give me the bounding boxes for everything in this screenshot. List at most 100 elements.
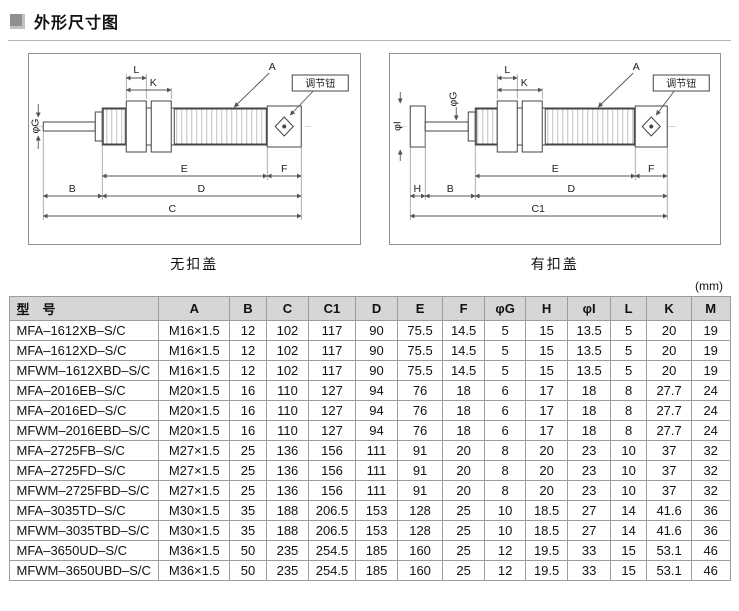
value-cell: 136 <box>265 480 310 501</box>
diagram-right: L K A 调节钮 φI φG E F H B D C1 有扣盖 <box>388 53 721 274</box>
value-cell: M20×1.5 <box>158 420 231 441</box>
value-cell: 254.5 <box>308 560 356 581</box>
value-cell: 14.5 <box>441 360 486 381</box>
value-cell: 20 <box>441 440 486 461</box>
value-cell: 41.6 <box>646 520 692 541</box>
value-cell: 37 <box>646 460 692 481</box>
value-cell: 32 <box>690 460 731 481</box>
diagram-box-no-cap: L K A 调节钮 φG E F B D C <box>28 53 361 245</box>
dim-phiG-label: φG <box>447 92 459 107</box>
value-cell: 53.1 <box>646 540 692 561</box>
value-cell: 254.5 <box>308 540 356 561</box>
value-cell: 37 <box>646 440 692 461</box>
value-cell: 5 <box>484 340 526 361</box>
value-cell: 128 <box>397 520 443 541</box>
value-cell: 117 <box>308 320 356 341</box>
value-cell: 18 <box>441 400 486 421</box>
value-cell: 188 <box>265 520 310 541</box>
header-cell: M <box>690 296 731 321</box>
value-cell: 127 <box>308 420 356 441</box>
value-cell: 18 <box>567 400 611 421</box>
section-header: 外形尺寸图 <box>8 7 731 41</box>
header-cell: C <box>265 296 310 321</box>
header-cell: C1 <box>308 296 356 321</box>
value-cell: 153 <box>354 520 399 541</box>
value-cell: 20 <box>524 480 569 501</box>
value-cell: 15 <box>609 540 648 561</box>
diagram-left: L K A 调节钮 φG E F B D C 无扣盖 <box>28 53 361 274</box>
value-cell: M16×1.5 <box>158 320 231 341</box>
header-cell: φI <box>567 296 611 321</box>
value-cell: 110 <box>265 380 310 401</box>
value-cell: 25 <box>441 540 486 561</box>
value-cell: 156 <box>308 480 356 501</box>
value-cell: 153 <box>354 500 399 521</box>
value-cell: 76 <box>397 400 443 421</box>
value-cell: 127 <box>308 400 356 421</box>
dim-F-label: F <box>281 163 287 175</box>
value-cell: 102 <box>265 360 310 381</box>
value-cell: 12 <box>484 560 526 581</box>
value-cell: 136 <box>265 440 310 461</box>
model-cell: MFWM–3035TBD–S/C <box>8 520 160 541</box>
value-cell: 185 <box>354 540 399 561</box>
diagram-row: L K A 调节钮 φG E F B D C 无扣盖 <box>8 41 731 274</box>
dim-C1-label: C1 <box>531 203 545 215</box>
absorber-body-group <box>409 100 668 153</box>
value-cell: 15 <box>524 340 569 361</box>
value-cell: 19.5 <box>524 560 569 581</box>
value-cell: 127 <box>308 380 356 401</box>
value-cell: 8 <box>484 480 526 501</box>
model-cell: MFA–2016ED–S/C <box>8 400 160 421</box>
value-cell: 75.5 <box>397 320 443 341</box>
model-cell: MFWM–2725FBD–S/C <box>8 480 160 501</box>
dim-B-label: B <box>69 183 76 195</box>
value-cell: 90 <box>354 360 399 381</box>
value-cell: 6 <box>484 420 526 441</box>
header-cell: L <box>609 296 648 321</box>
dim-A-label: A <box>269 61 276 73</box>
value-cell: 24 <box>690 400 731 421</box>
value-cell: 111 <box>354 440 399 461</box>
value-cell: 20 <box>646 320 692 341</box>
dim-phiI-label: φI <box>391 121 403 131</box>
value-cell: 94 <box>354 400 399 421</box>
header-cell: D <box>354 296 399 321</box>
model-cell: MFA–3035TD–S/C <box>8 500 160 521</box>
value-cell: 25 <box>229 480 267 501</box>
value-cell: 160 <box>397 540 443 561</box>
value-cell: 23 <box>567 460 611 481</box>
value-cell: 19 <box>690 320 731 341</box>
value-cell: 156 <box>308 440 356 461</box>
value-cell: 46 <box>690 540 731 561</box>
value-cell: 20 <box>441 460 486 481</box>
value-cell: 94 <box>354 420 399 441</box>
header-cell: H <box>524 296 569 321</box>
value-cell: 10 <box>484 520 526 541</box>
dimension-labels: L K A 调节钮 φI φG E F H B D C1 <box>391 61 696 215</box>
dim-B-label: B <box>446 183 453 195</box>
header-cell: B <box>229 296 267 321</box>
knob-label-box <box>652 74 710 92</box>
value-cell: M30×1.5 <box>158 520 231 541</box>
knob-label-box <box>291 74 349 92</box>
value-cell: 10 <box>609 440 648 461</box>
value-cell: 12 <box>229 360 267 381</box>
value-cell: 33 <box>567 540 611 561</box>
value-cell: 110 <box>265 420 310 441</box>
value-cell: M27×1.5 <box>158 480 231 501</box>
value-cell: 117 <box>308 360 356 381</box>
value-cell: 5 <box>609 340 648 361</box>
value-cell: 5 <box>484 360 526 381</box>
value-cell: M16×1.5 <box>158 360 231 381</box>
header-model: 型 号 <box>8 296 160 321</box>
value-cell: M16×1.5 <box>158 340 231 361</box>
section-marker-icon <box>10 13 25 29</box>
value-cell: 235 <box>265 540 310 561</box>
value-cell: 17 <box>524 420 569 441</box>
value-cell: 14.5 <box>441 320 486 341</box>
